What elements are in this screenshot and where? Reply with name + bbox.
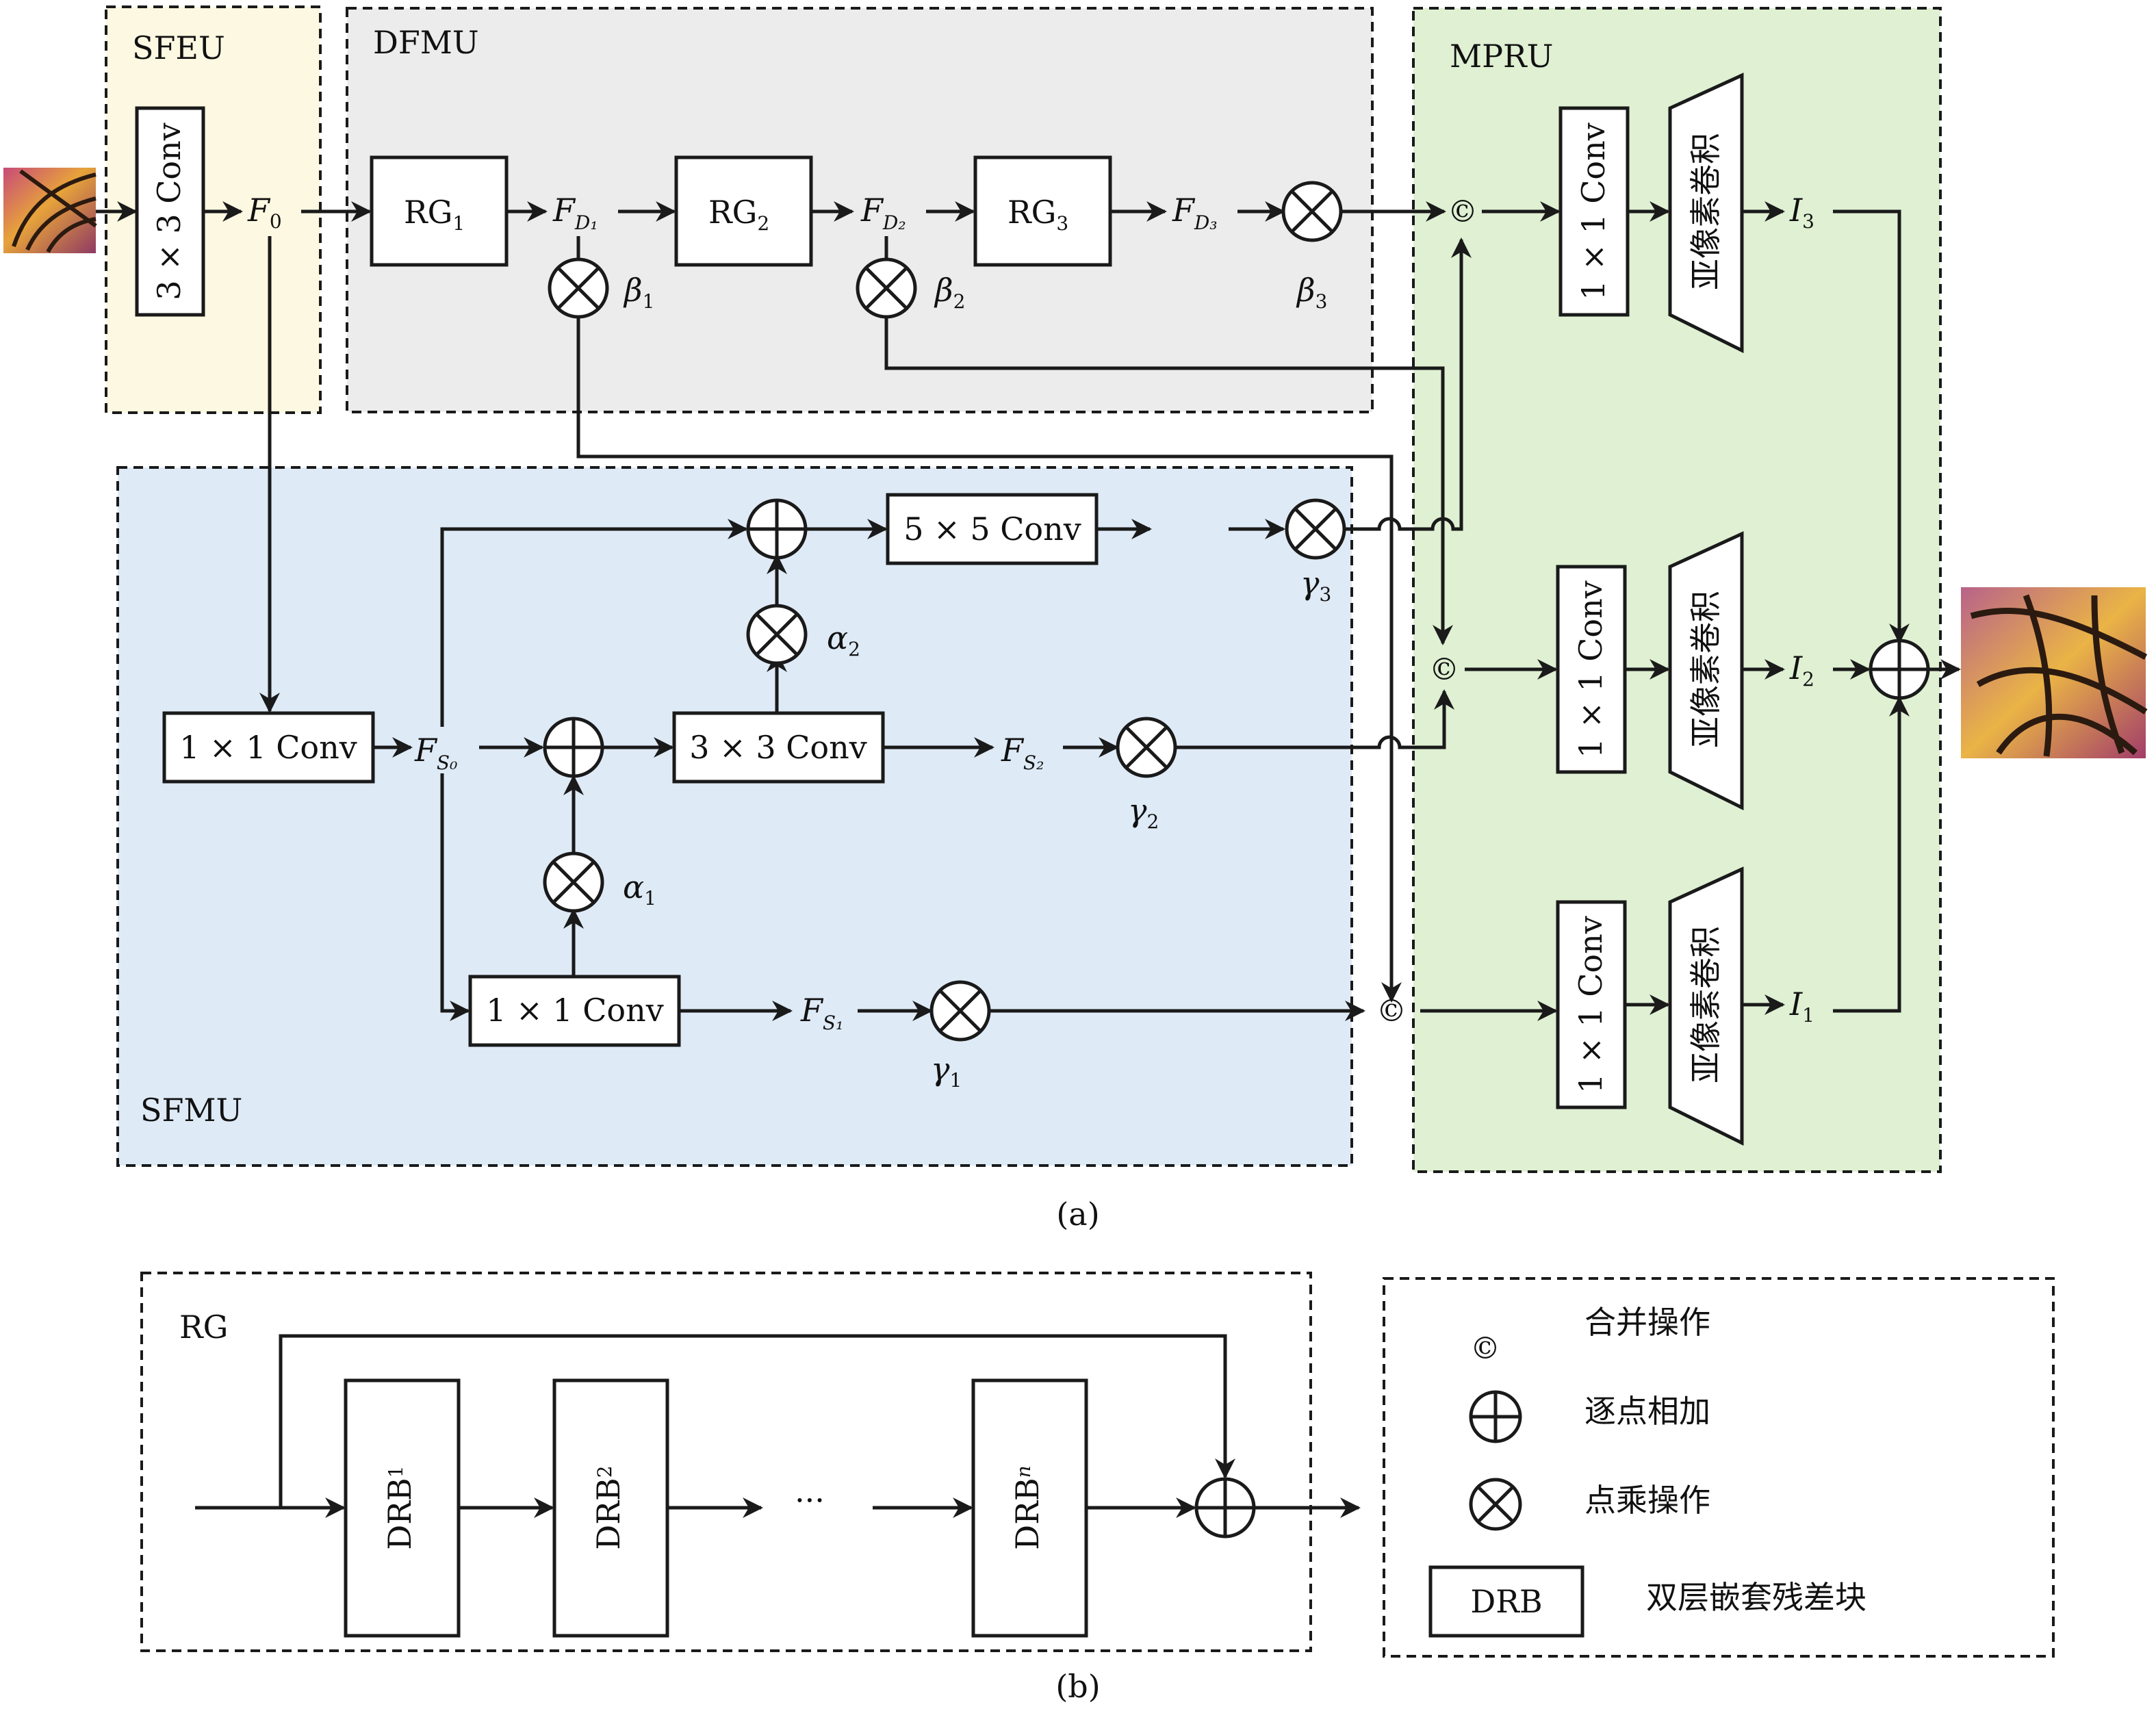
sfmu-title: SFMU — [140, 1092, 242, 1129]
f0-label: F0 — [247, 192, 282, 233]
legend-drb-box — [1428, 1565, 1584, 1638]
mpru-subpixel-bot-label: 亚像素卷积 — [1687, 926, 1724, 1083]
add-op-output — [1869, 639, 1930, 700]
rg-detail-title: RG — [179, 1309, 228, 1346]
input-image — [3, 168, 97, 253]
legend-drb-label: 双层嵌套残差块 — [1646, 1579, 1866, 1616]
gamma3-label: γ3 — [1300, 565, 1331, 606]
rg2-box — [674, 155, 813, 267]
alpha1-label: α1 — [623, 869, 656, 910]
sfmu-region — [116, 466, 1353, 1167]
legend-drb-box-label: DRB — [1470, 1583, 1542, 1620]
rg-ellipsis: ··· — [795, 1482, 825, 1519]
mpru-conv-top-label: 1 × 1 Conv — [1575, 123, 1612, 300]
dfmu-title: DFMU — [373, 24, 479, 61]
drb2-box — [552, 1378, 669, 1638]
sfmu-conv1x1-bottom-box — [468, 975, 681, 1047]
fs0-label: FS₀ — [414, 732, 457, 774]
sfeu-title: SFEU — [132, 29, 225, 66]
alpha2-label: α2 — [827, 619, 860, 660]
sfmu-conv1x1-bottom-label: 1 × 1 Conv — [486, 992, 663, 1029]
fd3-label: FD₃ — [1172, 192, 1218, 234]
mpru-subpixel-mid-label: 亚像素卷积 — [1687, 591, 1724, 748]
fd1-label: FD₁ — [552, 192, 598, 234]
multiply-op-beta1 — [548, 257, 609, 319]
drb1-label: DRB1 — [381, 1465, 418, 1549]
rg-detail-connections — [195, 1334, 1361, 1518]
mpru-title: MPRU — [1450, 38, 1553, 75]
multiply-op-alpha2 — [746, 604, 808, 665]
multiply-op-gamma3 — [1285, 498, 1346, 560]
sfmu-conv5x5-box — [886, 493, 1099, 565]
i1-label: I1 — [1789, 986, 1814, 1027]
sfmu-conv1x1-top-box — [162, 711, 375, 784]
rg2-label: RG2 — [708, 194, 769, 235]
mpru-subpixel-top-shape — [1668, 73, 1744, 354]
mpru-subpixel-bot-shape — [1668, 866, 1744, 1146]
mpru-subpixel-top-label: 亚像素卷积 — [1687, 133, 1724, 290]
i2-label: I2 — [1789, 649, 1814, 691]
legend-add-icon — [1469, 1390, 1522, 1443]
sfmu-conv5x5-label: 5 × 5 Conv — [903, 511, 1081, 548]
rg1-box — [370, 155, 509, 267]
drbn-box — [971, 1378, 1088, 1638]
concat-op-bottom: © — [1376, 994, 1407, 1029]
add-op-sfmu-mid — [543, 717, 604, 778]
mpru-conv-bot-box — [1556, 900, 1627, 1109]
beta2-label: β2 — [934, 272, 965, 313]
drb2-label: DRB2 — [590, 1465, 627, 1549]
multiply-op-beta3 — [1281, 181, 1343, 242]
beta3-label: β3 — [1296, 272, 1327, 313]
rg3-label: RG3 — [1008, 194, 1068, 235]
multiply-op-gamma2 — [1116, 717, 1177, 778]
concat-op-mid: © — [1429, 652, 1459, 687]
caption-a: (a) — [1056, 1196, 1099, 1233]
caption-b: (b) — [1055, 1668, 1100, 1705]
multiply-op-beta2 — [856, 257, 917, 319]
mpru-conv-mid-label: 1 × 1 Conv — [1572, 580, 1609, 758]
add-op-sfmu-top — [746, 498, 808, 560]
legend-add-label: 逐点相加 — [1584, 1393, 1710, 1430]
gamma2-label: γ2 — [1128, 792, 1159, 833]
drb1-box — [344, 1378, 461, 1638]
mpru-conv-mid-box — [1556, 565, 1627, 774]
sfmu-conv3x3-box — [672, 711, 885, 784]
rg1-label: RG1 — [404, 194, 465, 235]
add-op-rg — [1194, 1477, 1256, 1539]
i3-label: I3 — [1789, 192, 1814, 233]
fs1-label: FS₁ — [800, 992, 843, 1034]
rg-detail-region — [140, 1272, 1312, 1652]
concat-op-top: © — [1448, 194, 1478, 229]
output-image — [1961, 587, 2148, 758]
multiply-op-gamma1 — [929, 980, 991, 1042]
mpru-subpixel-mid-shape — [1668, 531, 1744, 811]
sfmu-conv1x1-top-label: 1 × 1 Conv — [179, 729, 357, 766]
diagram-connections — [96, 201, 1961, 1021]
multiply-op-alpha1 — [543, 851, 604, 913]
legend-multiply-icon — [1469, 1478, 1522, 1531]
fs2-label: FS₂ — [1001, 732, 1044, 774]
mpru-conv-bot-label: 1 × 1 Conv — [1572, 916, 1609, 1093]
drbn-label: DRBn — [1009, 1465, 1046, 1549]
legend-concat-icon: © — [1470, 1331, 1500, 1366]
beta1-label: β1 — [623, 272, 654, 313]
gamma1-label: γ1 — [931, 1051, 962, 1092]
legend-concat-label: 合并操作 — [1584, 1304, 1710, 1341]
fd2-label: FD₂ — [860, 192, 906, 234]
legend-multiply-label: 点乘操作 — [1584, 1482, 1710, 1519]
sfmu-conv3x3-label: 3 × 3 Conv — [689, 729, 867, 766]
sfeu-conv-label: 3 × 3 Conv — [151, 123, 188, 300]
